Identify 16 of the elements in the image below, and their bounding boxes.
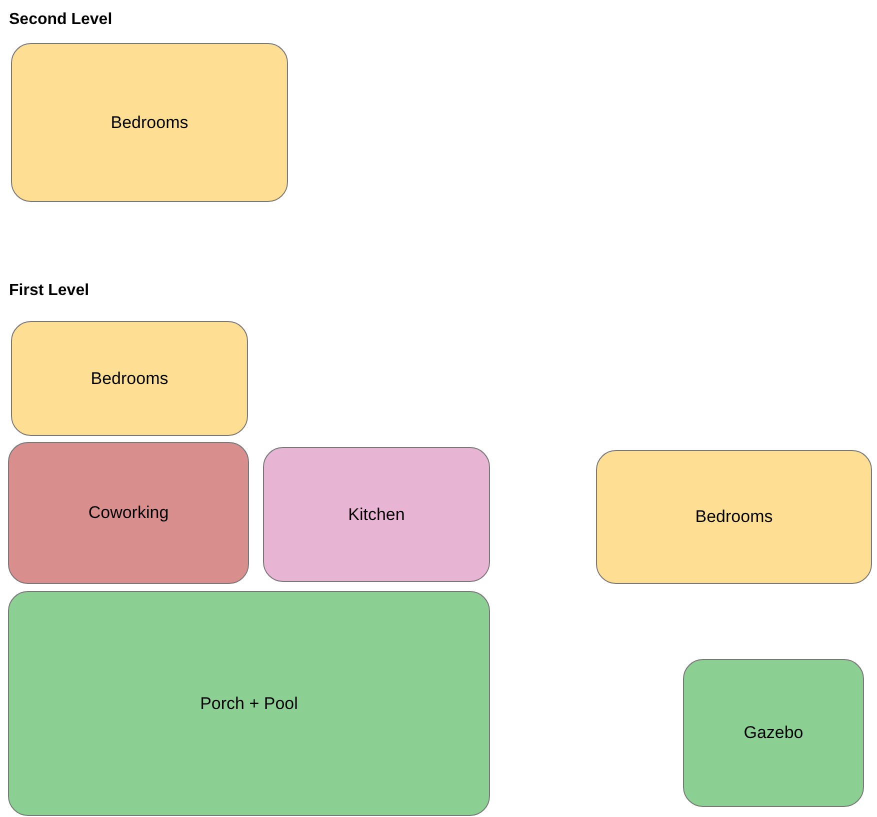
room-box	[8, 442, 249, 584]
room-box	[11, 321, 248, 436]
room-label: Bedrooms	[90, 368, 168, 390]
level-heading: First Level	[9, 281, 90, 301]
room-box	[596, 450, 872, 584]
room-box	[8, 591, 490, 816]
room-box	[683, 659, 864, 807]
room-label: Gazebo	[744, 722, 804, 744]
room-label: Bedrooms	[695, 506, 773, 528]
room-label: Bedrooms	[110, 112, 188, 134]
room-label: Coworking	[88, 502, 169, 524]
room-box	[11, 43, 288, 202]
room-box	[263, 447, 490, 582]
room-label: Kitchen	[348, 504, 405, 526]
level-heading: Second Level	[9, 10, 112, 30]
room-label: Porch + Pool	[200, 692, 298, 715]
